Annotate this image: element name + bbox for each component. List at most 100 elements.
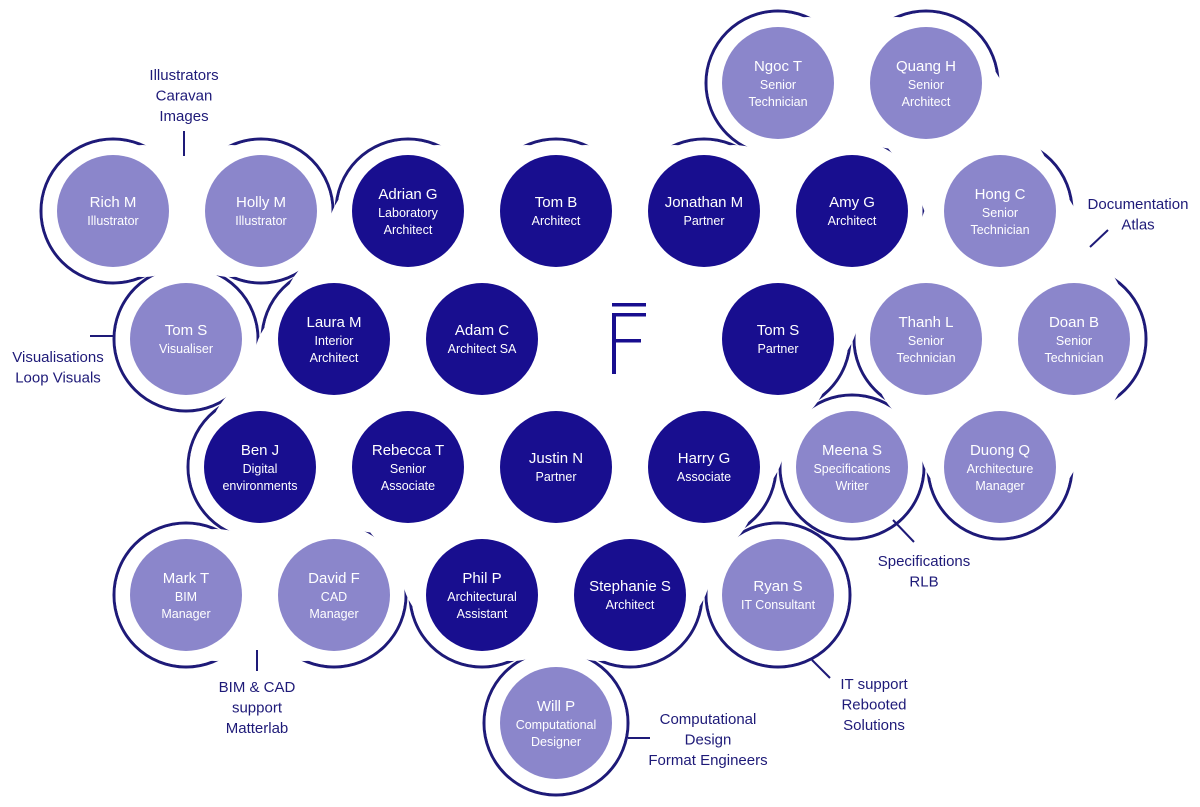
person-name: Ben J — [241, 442, 279, 459]
person-role: environments — [222, 479, 297, 493]
person-name: Justin N — [529, 450, 583, 467]
person-role: Senior — [390, 462, 426, 476]
person-node: Ryan S IT Consultant — [722, 539, 834, 651]
person-role: Senior — [908, 78, 944, 92]
person-name: Meena S — [822, 442, 882, 459]
person-name: Jonathan M — [665, 194, 743, 211]
person-role: Specifications — [813, 462, 890, 476]
person-role: Technician — [896, 351, 955, 365]
person-role: Architect SA — [448, 342, 517, 356]
person-circle — [722, 539, 834, 651]
person-role: Senior — [760, 78, 796, 92]
person-circle — [500, 667, 612, 779]
person-name: Hong C — [975, 186, 1026, 203]
person-name: Ryan S — [753, 578, 802, 595]
person-role: IT Consultant — [741, 598, 816, 612]
logo-stem — [612, 313, 616, 374]
person-role: Senior — [982, 206, 1018, 220]
person-role: Architect — [310, 351, 359, 365]
person-role: Architect — [384, 223, 433, 237]
person-name: Laura M — [306, 314, 361, 331]
person-name: Will P — [537, 698, 575, 715]
person-name: Ngoc T — [754, 58, 802, 75]
label-connector — [811, 659, 831, 679]
person-circle — [204, 411, 316, 523]
person-node: Tom B Architect — [500, 155, 612, 267]
person-role: Visualiser — [159, 342, 213, 356]
group-label: Images — [159, 108, 208, 125]
person-circle — [278, 283, 390, 395]
person-role: Architecture — [967, 462, 1034, 476]
group-label: Illustrators — [149, 67, 218, 84]
person-role: Technician — [1044, 351, 1103, 365]
group-label: Specifications — [878, 553, 971, 570]
label-connector — [1089, 229, 1109, 248]
person-role: Designer — [531, 735, 581, 749]
group-label: RLB — [909, 574, 938, 591]
group-label: Solutions — [843, 717, 905, 734]
person-role: Architect — [532, 214, 581, 228]
person-name: Quang H — [896, 58, 956, 75]
person-role: Architectural — [447, 590, 516, 604]
person-role: Computational — [516, 718, 597, 732]
person-role: Digital — [243, 462, 278, 476]
person-node: Justin N Partner — [500, 411, 612, 523]
person-role: Manager — [309, 607, 358, 621]
group-label: BIM & CAD — [219, 679, 296, 696]
person-name: Duong Q — [970, 442, 1030, 459]
person-name: Rich M — [90, 194, 137, 211]
person-node: Ben J Digital environments — [204, 411, 316, 523]
person-name: Adam C — [455, 322, 509, 339]
person-name: Phil P — [462, 570, 501, 587]
group-label: Loop Visuals — [15, 370, 101, 387]
person-name: Thanh L — [898, 314, 953, 331]
group-label: Format Engineers — [648, 752, 767, 769]
person-role: CAD — [321, 590, 347, 604]
group-label: Rebooted — [841, 697, 906, 714]
person-circle — [722, 27, 834, 139]
person-role: Senior — [1056, 334, 1092, 348]
person-circle — [278, 539, 390, 651]
person-name: Tom B — [535, 194, 578, 211]
person-role: Senior — [908, 334, 944, 348]
person-role: Partner — [758, 342, 799, 356]
outline-arc — [778, 393, 926, 541]
logo-mid-bar — [612, 339, 641, 343]
group-label: Matterlab — [226, 720, 289, 737]
person-role: Illustrator — [87, 214, 138, 228]
person-circle — [352, 411, 464, 523]
outline-arc — [704, 521, 852, 669]
person-circle — [944, 155, 1056, 267]
group-label: Atlas — [1121, 217, 1154, 234]
person-circle — [574, 539, 686, 651]
outline-gap-fills — [42, 12, 1145, 794]
person-role: Illustrator — [235, 214, 286, 228]
person-name: Adrian G — [378, 186, 437, 203]
person-circle — [205, 155, 317, 267]
person-name: Harry G — [678, 450, 731, 467]
logo-overbar — [612, 303, 646, 307]
person-role: Partner — [536, 470, 577, 484]
person-role: Laboratory — [378, 206, 439, 220]
person-node: Adam C Architect SA — [426, 283, 538, 395]
person-name: Stephanie S — [589, 578, 671, 595]
